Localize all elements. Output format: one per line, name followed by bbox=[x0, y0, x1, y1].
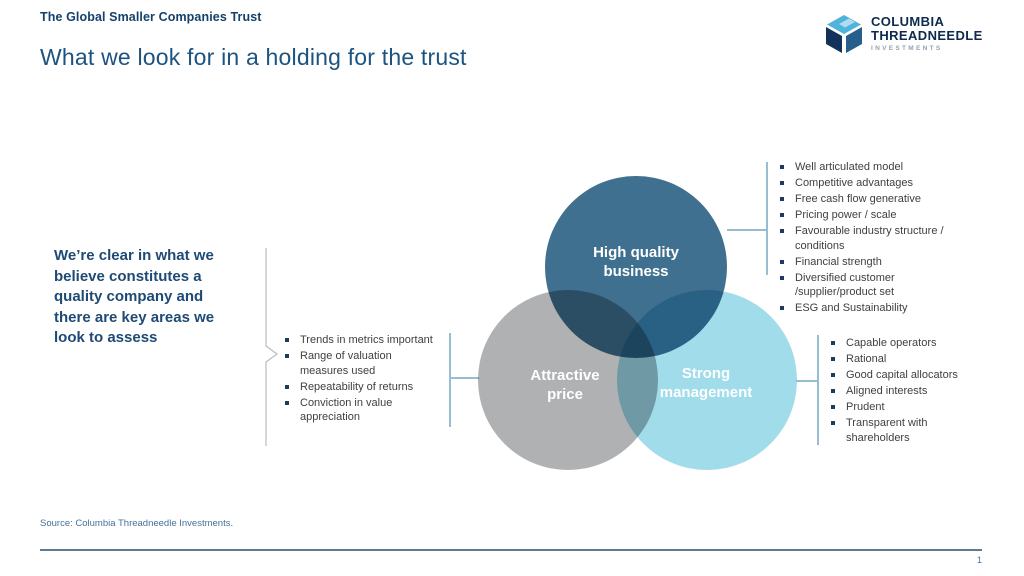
bullet-item: Repeatability of returns bbox=[283, 380, 443, 395]
connector-line-quality-vertical bbox=[766, 162, 768, 275]
connector-line-attractive-horizontal bbox=[449, 377, 479, 379]
bullet-item: Favourable industry structure / conditio… bbox=[778, 224, 956, 253]
slide-eyebrow: The Global Smaller Companies Trust bbox=[40, 10, 262, 24]
bullet-item: Well articulated model bbox=[778, 160, 956, 175]
connector-line-quality-horizontal bbox=[727, 229, 767, 231]
venn-label-high-quality-business: High quality business bbox=[593, 244, 679, 280]
bullet-item: Financial strength bbox=[778, 255, 956, 270]
bullet-item: Competitive advantages bbox=[778, 176, 956, 191]
intro-statement: We’re clear in what we believe constitut… bbox=[54, 247, 215, 346]
source-text: Source: Columbia Threadneedle Investment… bbox=[40, 518, 234, 529]
cube-logo-icon bbox=[826, 15, 862, 53]
venn-circle-strong-management bbox=[617, 290, 797, 470]
venn-label-strong-management: Strong management bbox=[659, 365, 753, 401]
page-title: What we look for in a holding for the tr… bbox=[40, 44, 467, 70]
logo-line-2: THREADNEEDLE bbox=[871, 27, 983, 43]
connector-line-management-vertical bbox=[817, 335, 819, 445]
venn-label-attractive-price: Attractive price bbox=[530, 367, 600, 403]
footer-rule bbox=[40, 549, 982, 551]
bullet-item: Pricing power / scale bbox=[778, 208, 956, 223]
bullet-item: Prudent bbox=[829, 400, 981, 415]
bullet-item: Trends in metrics important bbox=[283, 333, 443, 348]
bullet-item: Good capital allocators bbox=[829, 368, 981, 383]
page-number: 1 bbox=[976, 555, 982, 565]
bullet-item: ESG and Sustainability bbox=[778, 301, 956, 316]
connector-line-management-horizontal bbox=[796, 380, 818, 382]
bullet-item: Capable operators bbox=[829, 336, 981, 351]
bullet-item: Aligned interests bbox=[829, 384, 981, 399]
logo-line-1: COLUMBIA bbox=[871, 14, 945, 29]
logo-line-3: INVESTMENTS bbox=[871, 45, 943, 52]
connector-line-attractive-vertical bbox=[449, 333, 451, 427]
bullet-item: Transparent with shareholders bbox=[829, 416, 981, 445]
bullet-item: Diversified customer /supplier/product s… bbox=[778, 271, 956, 300]
company-logo: COLUMBIA THREADNEEDLE INVESTMENTS bbox=[822, 12, 983, 56]
bullet-item: Free cash flow generative bbox=[778, 192, 956, 207]
bullet-item: Range of valuation measures used bbox=[283, 349, 443, 378]
logo-wordmark: COLUMBIA THREADNEEDLE INVESTMENTS bbox=[871, 12, 983, 52]
bullet-item: Rational bbox=[829, 352, 981, 367]
brace-connector-icon bbox=[265, 248, 279, 446]
bullet-item: Conviction in value appreciation bbox=[283, 396, 443, 425]
